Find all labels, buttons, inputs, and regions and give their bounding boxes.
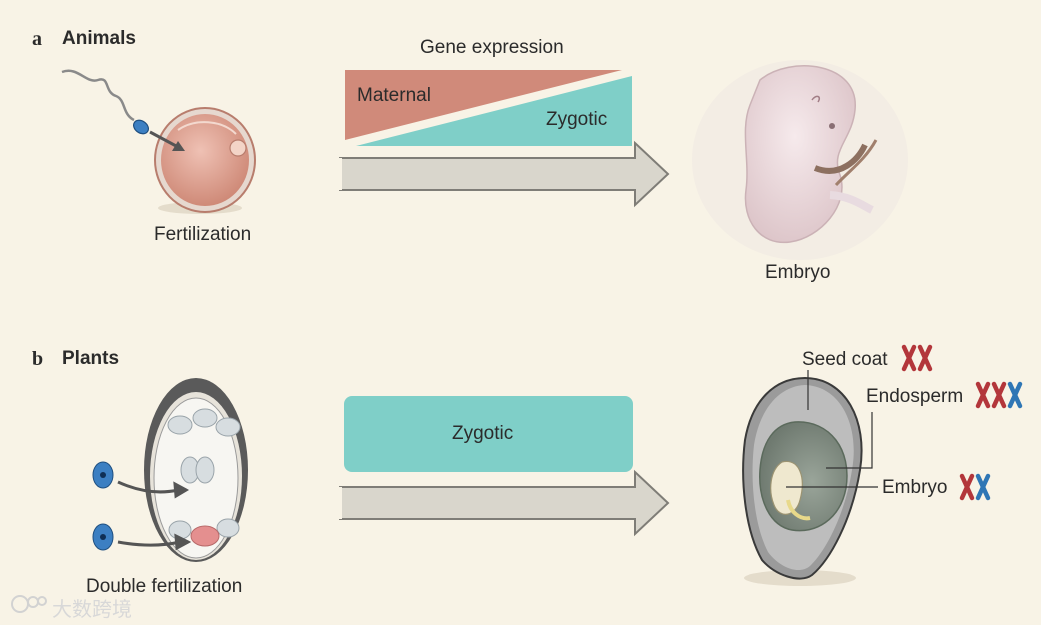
sperm-cell-lower <box>92 523 114 551</box>
development-arrow-a <box>338 140 670 208</box>
embryo-label-b: Embryo <box>882 477 948 498</box>
panel-a-title: Animals <box>62 28 136 49</box>
seed-coat-chromosomes <box>901 344 933 372</box>
double-fertilization-label: Double fertilization <box>86 576 243 597</box>
fertilization-arrow <box>149 130 185 151</box>
panel-b-letter: b <box>32 348 44 370</box>
fertilization-label: Fertilization <box>154 224 252 245</box>
gene-expression-label: Gene expression <box>420 37 564 58</box>
zygotic-wedge <box>356 76 632 146</box>
panel-b-title: Plants <box>62 348 120 369</box>
embryo-label-a: Embryo <box>765 262 831 283</box>
sperm-cell-upper <box>92 461 114 489</box>
animal-embryo <box>692 60 908 260</box>
ovule <box>144 378 248 562</box>
zygotic-box <box>344 396 633 472</box>
endosperm-label: Endosperm <box>866 386 964 407</box>
panel-a-letter: a <box>32 28 42 50</box>
watermark-text: 大数跨境 <box>52 599 132 621</box>
maternal-label: Maternal <box>357 85 431 106</box>
maternal-wedge <box>345 70 622 140</box>
zygotic-label-a: Zygotic <box>546 109 608 130</box>
zygotic-label-b: Zygotic <box>452 423 514 444</box>
watermark-logo <box>11 595 47 613</box>
egg-cell <box>154 107 256 214</box>
seed <box>742 376 863 586</box>
sperm-cell <box>61 69 150 135</box>
development-arrow-b <box>338 469 670 537</box>
embryo-chromosomes <box>959 473 991 501</box>
seed-callout-lines <box>786 370 878 488</box>
endosperm-chromosomes <box>975 381 1023 409</box>
double-fertilization-arrows <box>117 480 192 551</box>
seed-coat-label: Seed coat <box>802 349 888 370</box>
